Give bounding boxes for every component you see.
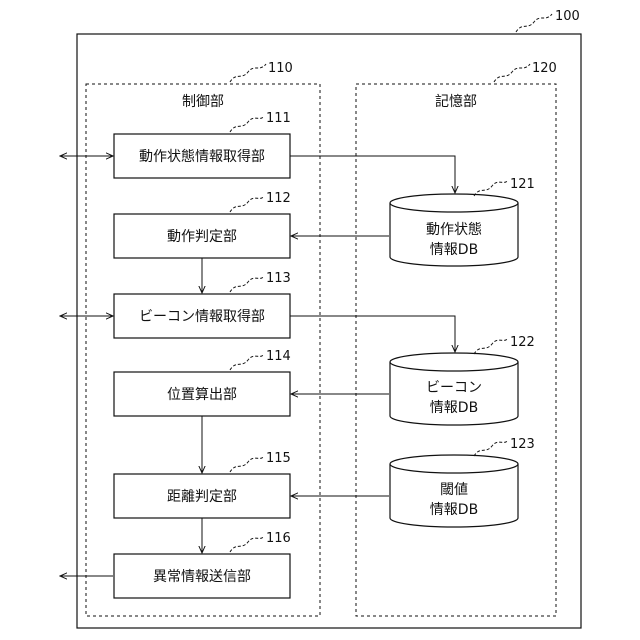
storage-unit-ref-number: 120 (532, 61, 557, 76)
box-111-ref-number: 111 (266, 111, 291, 126)
beacon-info-db-line2: 情報DB (430, 400, 478, 416)
control-unit-label: 制御部 (182, 94, 224, 110)
box-113-ref-leader (230, 276, 264, 292)
device-ref-leader (516, 14, 552, 32)
operation-state-info-db-line1: 動作状態 (426, 222, 482, 238)
db-121-ref-leader (474, 180, 508, 196)
control-unit-ref-number: 110 (268, 61, 293, 76)
arrow-111-to-db121 (290, 156, 455, 193)
operation-state-acquisition-label: 動作状態情報取得部 (139, 148, 265, 165)
box-115-ref-number: 115 (266, 451, 291, 466)
db-121-ref-number: 121 (510, 177, 535, 192)
storage-unit-label: 記憶部 (435, 93, 477, 110)
threshold-info-db-line2: 情報DB (430, 502, 478, 518)
distance-judgment-label: 距離判定部 (167, 488, 237, 505)
device-ref-number: 100 (555, 9, 580, 24)
box-113-ref-number: 113 (266, 271, 291, 286)
control-unit-ref-leader (230, 64, 266, 82)
box-115-ref-leader (230, 456, 264, 472)
db-123-ref-leader (474, 440, 508, 456)
storage-unit-frame (356, 84, 556, 616)
box-111-ref-leader (230, 116, 264, 132)
operation-state-info-db-line2: 情報DB (430, 242, 478, 258)
box-114-ref-number: 114 (266, 349, 291, 364)
operation-judgment-label: 動作判定部 (167, 229, 237, 245)
box-116-ref-leader (230, 536, 264, 552)
position-calculation-label: 位置算出部 (167, 387, 237, 403)
threshold-info-db-line1: 閾値 (440, 482, 468, 498)
beacon-info-acquisition-label: ビーコン情報取得部 (139, 308, 265, 325)
db-122-ref-number: 122 (510, 335, 535, 350)
box-114-ref-leader (230, 354, 264, 370)
storage-unit-ref-leader (494, 64, 530, 82)
box-112-ref-number: 112 (266, 191, 291, 206)
arrow-113-to-db122 (290, 316, 455, 352)
db-123-ref-number: 123 (510, 437, 535, 452)
box-112-ref-leader (230, 196, 264, 212)
beacon-info-db-line1: ビーコン (426, 380, 482, 396)
box-116-ref-number: 116 (266, 531, 291, 546)
anomaly-info-transmission-label: 異常情報送信部 (153, 569, 251, 585)
db-122-ref-leader (474, 338, 508, 354)
